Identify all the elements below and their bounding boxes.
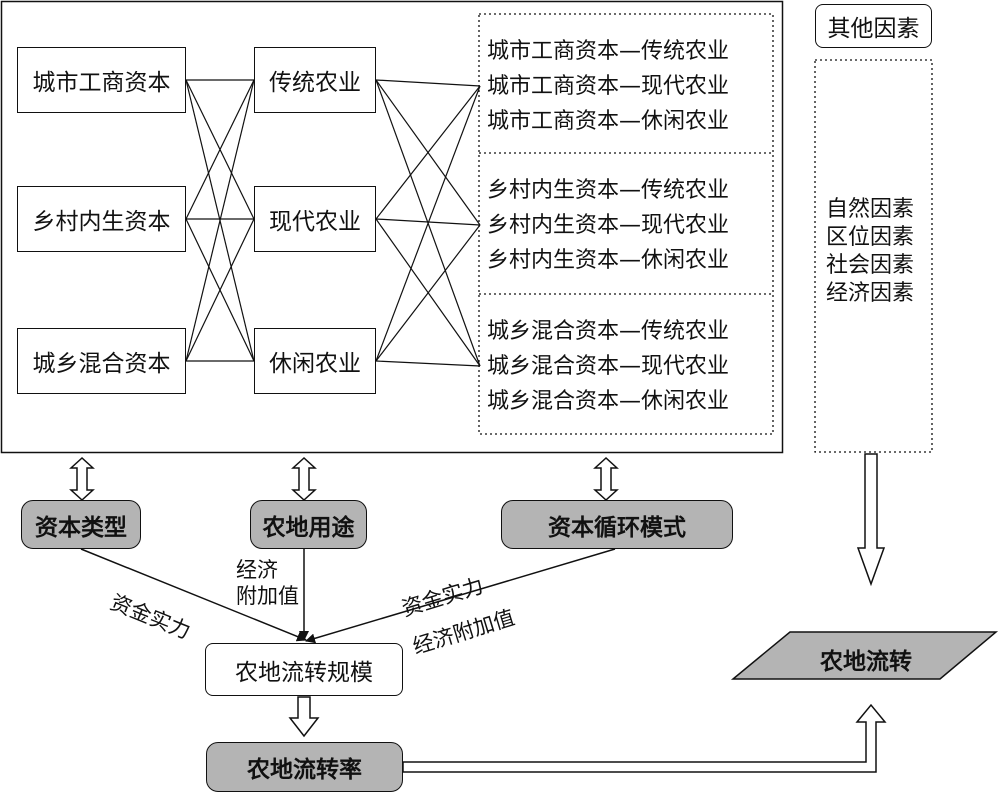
other-factor-item: 区位因素 xyxy=(826,225,915,250)
dimension-capital-cycle-mode: 资本循环模式 xyxy=(501,500,733,549)
land-use-modern-box: 现代农业 xyxy=(254,186,376,252)
combination-group-mixed: 城乡混合资本—传统农业 城乡混合资本—现代农业 城乡混合资本—休闲农业 xyxy=(487,314,729,419)
hollow-arrow-scale-to-rate xyxy=(288,696,320,738)
capital-to-use-link xyxy=(185,218,255,362)
double-arrow-cycle-mode xyxy=(593,456,619,502)
use-to-combination-link xyxy=(375,224,481,362)
combination-item: 城市工商资本—休闲农业 xyxy=(487,109,730,134)
other-factor-item: 经济因素 xyxy=(826,281,915,306)
capital-to-use-link xyxy=(185,79,255,362)
dimension-capital-type: 资本类型 xyxy=(21,500,141,549)
combination-item: 乡村内生资本—传统农业 xyxy=(487,178,730,203)
double-arrow-capital-type xyxy=(69,456,95,502)
combination-item: 城乡混合资本—休闲农业 xyxy=(487,389,730,414)
edge-cycle-mode-to-scale xyxy=(305,548,616,644)
use-to-combination-link xyxy=(375,85,481,362)
combination-item: 乡村内生资本—休闲农业 xyxy=(487,248,730,273)
other-factor-item: 社会因素 xyxy=(826,253,915,278)
other-factor-item: 自然因素 xyxy=(826,197,915,222)
other-factors-list: 自然因素 区位因素 社会因素 经济因素 xyxy=(826,196,914,308)
land-transfer-rate-box: 农地流转率 xyxy=(206,742,403,792)
use-to-combination-link xyxy=(375,79,481,87)
combination-group-rural: 乡村内生资本—传统农业 乡村内生资本—现代农业 乡村内生资本—休闲农业 xyxy=(487,173,729,278)
hollow-arrow-rate-to-outcome xyxy=(402,703,887,773)
hollow-arrow-factors-to-outcome xyxy=(856,453,886,587)
capital-type-rural-box: 乡村内生资本 xyxy=(17,186,186,252)
other-factors-title: 其他因素 xyxy=(815,4,932,48)
land-transfer-scale-box: 农地流转规模 xyxy=(205,643,403,696)
combination-item: 城乡混合资本—传统农业 xyxy=(487,319,730,344)
edge-label-economic-value-line1: 经济 xyxy=(236,558,278,582)
combination-item: 乡村内生资本—现代农业 xyxy=(487,213,730,238)
edge-label-economic-value-line2: 附加值 xyxy=(236,584,299,608)
outcome-shape xyxy=(730,631,999,680)
land-use-leisure-box: 休闲农业 xyxy=(254,328,376,394)
outcome-label: 农地流转 xyxy=(820,649,912,675)
combination-item: 城乡混合资本—现代农业 xyxy=(487,354,730,379)
dimension-land-use: 农地用途 xyxy=(250,500,367,549)
capital-type-urban-box: 城市工商资本 xyxy=(17,47,186,113)
edge-capital-type-to-scale xyxy=(80,548,307,642)
other-factors-frame xyxy=(814,59,933,453)
combination-group-urban: 城市工商资本—传统农业 城市工商资本—现代农业 城市工商资本—休闲农业 xyxy=(487,34,729,139)
double-arrow-land-use xyxy=(291,456,317,502)
combination-item: 城市工商资本—现代农业 xyxy=(487,74,730,99)
combination-item: 城市工商资本—传统农业 xyxy=(487,39,730,64)
use-to-combination-link xyxy=(375,85,481,220)
combination-group-frame xyxy=(478,13,774,435)
capital-to-use-link xyxy=(185,79,255,220)
capital-land-frame xyxy=(0,0,784,454)
capital-type-mixed-box: 城乡混合资本 xyxy=(17,328,186,394)
land-use-traditional-box: 传统农业 xyxy=(254,47,376,113)
use-to-combination-link xyxy=(375,360,481,367)
